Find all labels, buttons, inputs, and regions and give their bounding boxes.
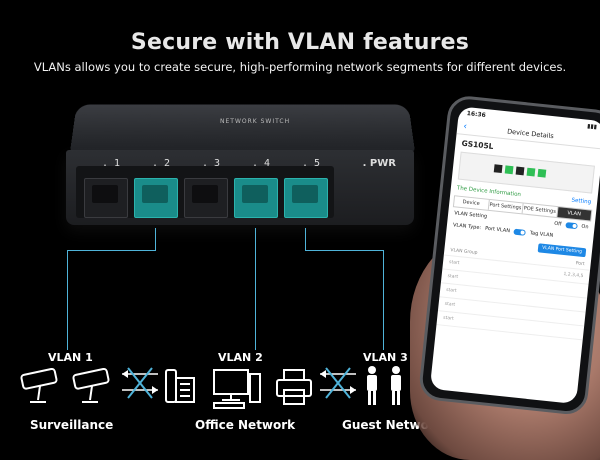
mini-port-icon (515, 166, 525, 176)
cable-port-4 (255, 228, 256, 350)
cable-vlan1-down (67, 250, 68, 350)
vlan-3-label: VLAN 3 (363, 351, 408, 364)
tag-vlan-option[interactable]: Tag VLAN (529, 230, 554, 239)
status-time: 16:36 (466, 110, 487, 120)
switch-brand: NETWORK SWITCH (220, 118, 291, 125)
guest-users-icon (367, 366, 401, 405)
cable-vlan3-horizontal (305, 250, 383, 251)
signal-icon: ▮▮▮ (586, 122, 598, 131)
off-label: Off (553, 220, 562, 228)
printer-icon (276, 369, 312, 405)
port-vlan-option[interactable]: Port VLAN (484, 225, 511, 235)
group-label-office: Office Network (195, 418, 296, 432)
vlan-type-label: VLAN Type: (452, 222, 482, 232)
mini-port-icon (504, 165, 514, 175)
ethernet-port-1 (84, 178, 128, 218)
phone-fax-icon (165, 369, 195, 403)
cable-port-2 (155, 228, 156, 250)
setting-link[interactable]: Setting (571, 197, 592, 206)
vlan-setting-label: VLAN Setting (453, 210, 488, 220)
on-label: On (581, 223, 589, 231)
vlan-1-label: VLAN 1 (48, 351, 93, 364)
desktop-computer-icon (213, 369, 261, 409)
group-ports: 1,2,3,4,5 (563, 272, 584, 280)
switch-top-panel (70, 104, 415, 152)
phone-screen: 16:36 ▮▮▮ ‹ Device Details GS105L The De… (429, 106, 600, 405)
blocked-connection-icon (320, 367, 356, 399)
port-label-4: . 4 (252, 158, 271, 169)
vlan-type-toggle[interactable] (513, 228, 527, 236)
switch-front-panel: . 1 . 2 . 3 . 4 . 5 . PWR (66, 150, 414, 225)
mini-port-icon (537, 168, 547, 178)
port-label-5: . 5 (302, 158, 321, 169)
surveillance-camera-icon (20, 367, 110, 403)
port-bay (76, 166, 334, 218)
pwr-label: . PWR (362, 158, 396, 169)
col-port: Port (575, 261, 585, 268)
port-label-2: . 2 (152, 158, 171, 169)
ethernet-port-4 (234, 178, 278, 218)
mini-port-icon (526, 167, 536, 177)
smartphone: 16:36 ▮▮▮ ‹ Device Details GS105L The De… (417, 94, 600, 417)
cable-vlan3-down (383, 250, 384, 350)
ethernet-port-5 (284, 178, 328, 218)
group-label-surveillance: Surveillance (30, 418, 114, 432)
back-chevron-icon[interactable]: ‹ (462, 121, 468, 133)
cable-vlan1-horizontal (67, 250, 156, 251)
headline: Secure with VLAN features (130, 30, 470, 55)
vlan-toggle[interactable] (565, 222, 578, 230)
cable-port-5 (305, 228, 306, 250)
vlan-2-label: VLAN 2 (218, 351, 263, 364)
mini-port-icon (493, 164, 503, 174)
ethernet-port-3 (184, 178, 228, 218)
subheadline: VLANs allows you to create secure, high-… (33, 60, 567, 74)
port-label-1: . 1 (102, 158, 121, 169)
blocked-connection-icon (122, 367, 158, 399)
port-label-3: . 3 (202, 158, 221, 169)
ethernet-port-2 (134, 178, 178, 218)
